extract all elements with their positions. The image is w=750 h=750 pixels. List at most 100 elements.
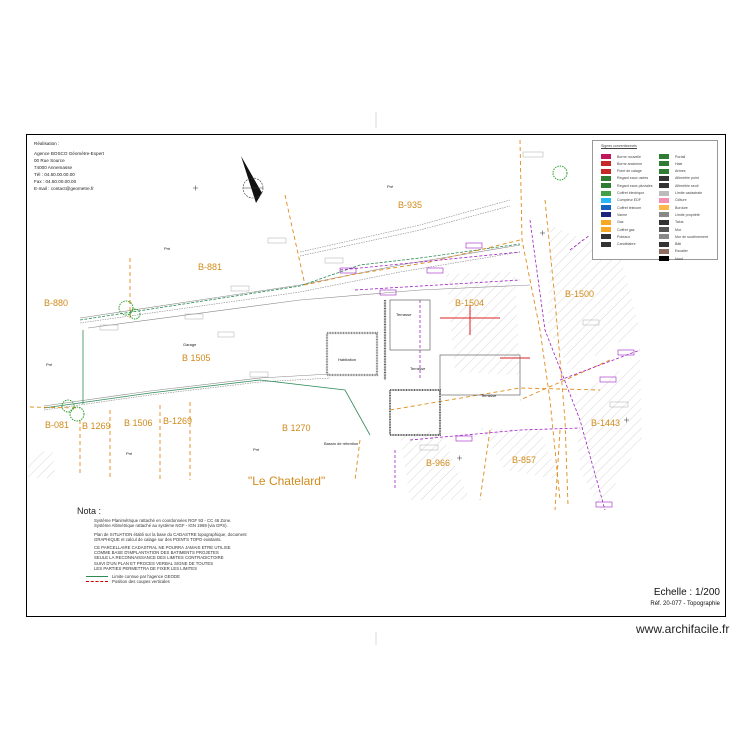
parcel-label: B-881 xyxy=(198,262,223,272)
warning-line: CE PARCELLAIRE CADASTRAL NE POURRA JAMAI… xyxy=(94,545,231,551)
survey-crosses xyxy=(193,185,629,461)
reference-label: Réf. 20-077 - Topographie xyxy=(650,601,720,607)
legend-symbol-icon xyxy=(601,212,611,218)
parcel-label: B 1505 xyxy=(182,353,211,363)
parcel-label: B-1443 xyxy=(591,418,621,428)
legend-item: Clôture xyxy=(659,197,687,203)
legend-symbol-icon xyxy=(659,212,669,218)
legend-item: Vanne xyxy=(601,212,627,218)
parcel-label: B-1500 xyxy=(565,289,595,299)
north-arrow-icon xyxy=(241,156,264,203)
legend-item: Bâti xyxy=(659,241,681,247)
legend-label: Coffret électrique xyxy=(617,191,645,195)
legend-symbol-icon xyxy=(659,183,669,189)
map-annotation: Pré xyxy=(253,447,260,452)
parcel-label: B 1269 xyxy=(82,421,111,431)
watermark: www.archifacile.fr xyxy=(636,622,730,636)
green-line-swatch xyxy=(86,576,108,578)
legend-symbol-icon xyxy=(659,168,669,174)
legend-label: Candélabre xyxy=(617,242,636,247)
legend-symbol-icon xyxy=(601,205,611,211)
note-line: Système Altimétrique rattaché au système… xyxy=(94,523,228,529)
legend-item: Talus xyxy=(659,219,684,225)
map-annotation: Bassin de rétention xyxy=(324,441,359,446)
legend-symbol-icon xyxy=(601,197,611,203)
map-annotation: Pré xyxy=(164,246,171,251)
legend-symbol-icon xyxy=(601,175,611,181)
limit-green-lines xyxy=(43,243,521,436)
legend-item: Escalier xyxy=(659,248,688,254)
legend-label: Portail xyxy=(675,154,686,159)
note-line: GRAPHIQUE et calcul de calage sur des PO… xyxy=(94,536,222,542)
parcel-label: B-081 xyxy=(45,420,70,430)
legend-label: Poteaux xyxy=(617,234,631,239)
info-line: 74000 Annemasse xyxy=(34,165,73,170)
legend-label: Borne ancienne xyxy=(617,161,643,166)
legend-symbol-icon xyxy=(659,161,669,167)
info-line: E-mail : contact@geometre.fr xyxy=(34,186,94,191)
legend-label: Bordure xyxy=(675,205,688,210)
legend-symbol-icon xyxy=(659,205,669,211)
road-upper xyxy=(79,199,531,329)
legend-label: Altimétrie seuil xyxy=(675,183,699,188)
parcel-label: B-1269 xyxy=(163,416,193,426)
legend-symbol-icon xyxy=(601,183,611,189)
legend-item: Borne ancienne xyxy=(601,161,643,167)
legend-item: Poteaux xyxy=(601,234,631,240)
legend-symbol-icon xyxy=(601,227,611,232)
legend-item: Candélabre xyxy=(601,241,636,247)
measurement-tags xyxy=(99,151,629,451)
legend-label: Mur de soutènement xyxy=(675,234,708,239)
legend-label: Altimétrie point xyxy=(675,176,699,181)
legend-item: Coffret gaz xyxy=(601,227,635,232)
legend-label: Compteur EDF xyxy=(617,198,641,203)
legend-item: Arbres xyxy=(659,168,686,174)
red-dashed-swatch xyxy=(86,581,108,583)
legend-item: Regard eaux usées xyxy=(601,175,649,181)
legend-symbol-icon xyxy=(659,175,669,181)
legend-item: Point de calage xyxy=(601,168,642,174)
warning-line: LES PARTIES PERMETTRA DE FIXER LES LIMIT… xyxy=(94,565,197,571)
legend-item: Mur xyxy=(659,227,681,232)
cadastral-lines xyxy=(29,139,611,511)
note-line: Plan de SITUATION établi sur la base du … xyxy=(94,531,247,537)
legend-item: Limite propriété xyxy=(659,212,700,218)
map-annotation: Garage xyxy=(183,342,197,347)
map-annotation: Terrasse xyxy=(396,312,412,317)
legend-symbol-icon xyxy=(659,154,669,159)
scale-label: Echelle : 1/200 xyxy=(653,587,720,598)
map-annotation: Terrasse xyxy=(481,393,497,398)
legend-label: Arbres xyxy=(675,169,686,174)
legend-label: Talus xyxy=(675,220,684,225)
legend-symbol-icon xyxy=(601,234,611,240)
legend-item: Mur de soutènement xyxy=(659,234,708,240)
warning-line: SUIVI D'UN PLAN ET PROCES VERBAL SIGNE D… xyxy=(94,560,214,566)
notes-legend-green: Limite connue par l'agence GEODE xyxy=(86,574,247,579)
legend-label: Borne nouvelle xyxy=(617,154,641,159)
legend-symbol-icon xyxy=(601,241,611,247)
section-lines xyxy=(440,305,530,359)
legend-item: Compteur EDF xyxy=(601,197,641,203)
legend-item: Nord xyxy=(659,256,683,262)
legend-item: Limite cadastrale xyxy=(659,190,702,196)
map-annotation: Terrasse xyxy=(410,366,426,371)
legend-symbol-icon xyxy=(601,219,611,225)
buildings xyxy=(325,299,521,436)
legend-symbol-icon xyxy=(601,168,611,174)
parcel-label: B-857 xyxy=(512,455,537,465)
legend-item: Coffret telecom xyxy=(601,205,641,211)
road-lower xyxy=(43,373,331,411)
legend-label: Regard eaux usées xyxy=(617,176,649,181)
map-annotation: Pré xyxy=(387,184,394,189)
notes-block: Nota : Système Planimétrique rattaché en… xyxy=(77,506,247,587)
legend-label: Limite propriété xyxy=(675,212,700,217)
notes-title: Nota : xyxy=(77,506,102,516)
map-annotation: Pré xyxy=(46,362,53,367)
legend-item: Borne nouvelle xyxy=(601,154,641,159)
info-line: 00 Rue Source xyxy=(34,158,65,163)
map-annotation: Habitation xyxy=(338,357,357,362)
legend-item: Altimétrie point xyxy=(659,175,699,181)
parcel-label: B-966 xyxy=(426,458,451,468)
